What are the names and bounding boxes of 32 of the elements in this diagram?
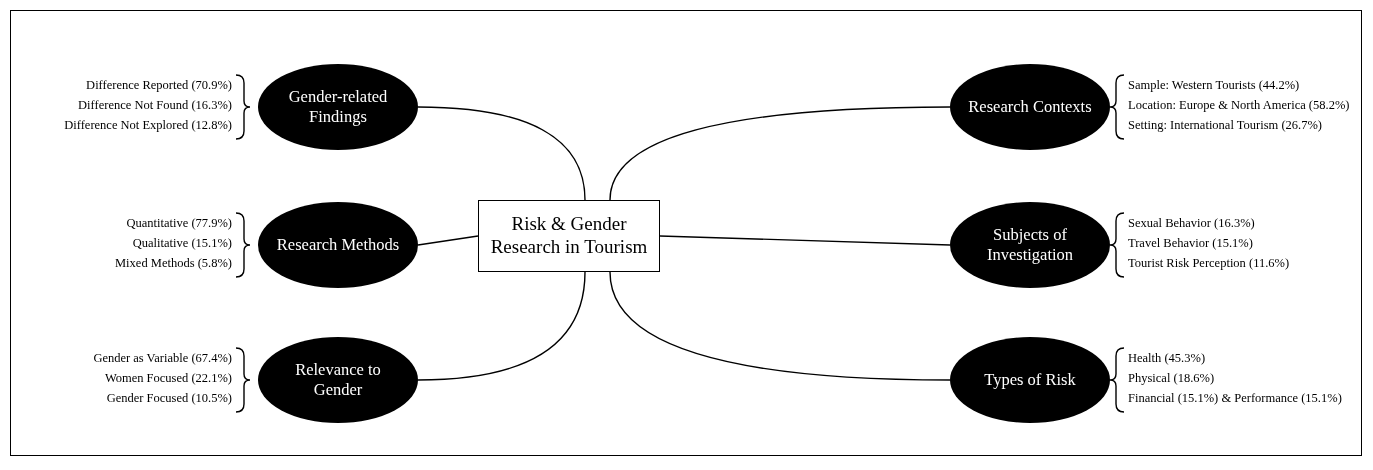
list-item: Setting: International Tourism (26.7%): [1128, 117, 1322, 134]
list-item: Physical (18.6%): [1128, 370, 1215, 387]
connector-line: [417, 271, 586, 381]
topic-box: [478, 200, 660, 272]
connector-line: [609, 106, 951, 201]
connector-line: [417, 235, 479, 246]
connector-line: [659, 235, 951, 246]
list-item: Travel Behavior (15.1%): [1128, 235, 1253, 252]
list-item: Health (45.3%): [1128, 350, 1206, 367]
node-label: Subjects of Investigation: [985, 225, 1075, 265]
list-item: Tourist Risk Perception (11.6%): [1128, 255, 1290, 272]
list-item: Mixed Methods (5.8%): [115, 255, 232, 272]
list-item: Difference Not Explored (12.8%): [64, 117, 232, 134]
connector-line: [417, 106, 586, 201]
list-item: Difference Reported (70.9%): [86, 77, 232, 94]
list-item: Qualitative (15.1%): [132, 235, 232, 252]
node-label: Risk & Gender Research in Tourism: [489, 213, 649, 259]
list-item: Quantitative (77.9%): [126, 215, 232, 232]
node-label: Types of Risk: [984, 370, 1076, 390]
list-item: Financial (15.1%) & Performance (15.1%): [1128, 390, 1342, 407]
node-label: Research Methods: [276, 235, 400, 255]
list-item: Sexual Behavior (16.3%): [1128, 215, 1255, 232]
list-item: Sample: Western Tourists (44.2%): [1128, 77, 1300, 94]
connector-line: [609, 271, 951, 381]
node-label: Research Contexts: [968, 97, 1092, 117]
list-item: Women Focused (22.1%): [104, 370, 232, 387]
list-item: Difference Not Found (16.3%): [78, 97, 232, 114]
list-item: Location: Europe & North America (58.2%): [1128, 97, 1350, 114]
list-item: Gender as Variable (67.4%): [93, 350, 232, 367]
node-label: Relevance to Gender: [294, 360, 382, 400]
list-item: Gender Focused (10.5%): [106, 390, 232, 407]
node-label: Gender-related Findings: [287, 87, 389, 127]
